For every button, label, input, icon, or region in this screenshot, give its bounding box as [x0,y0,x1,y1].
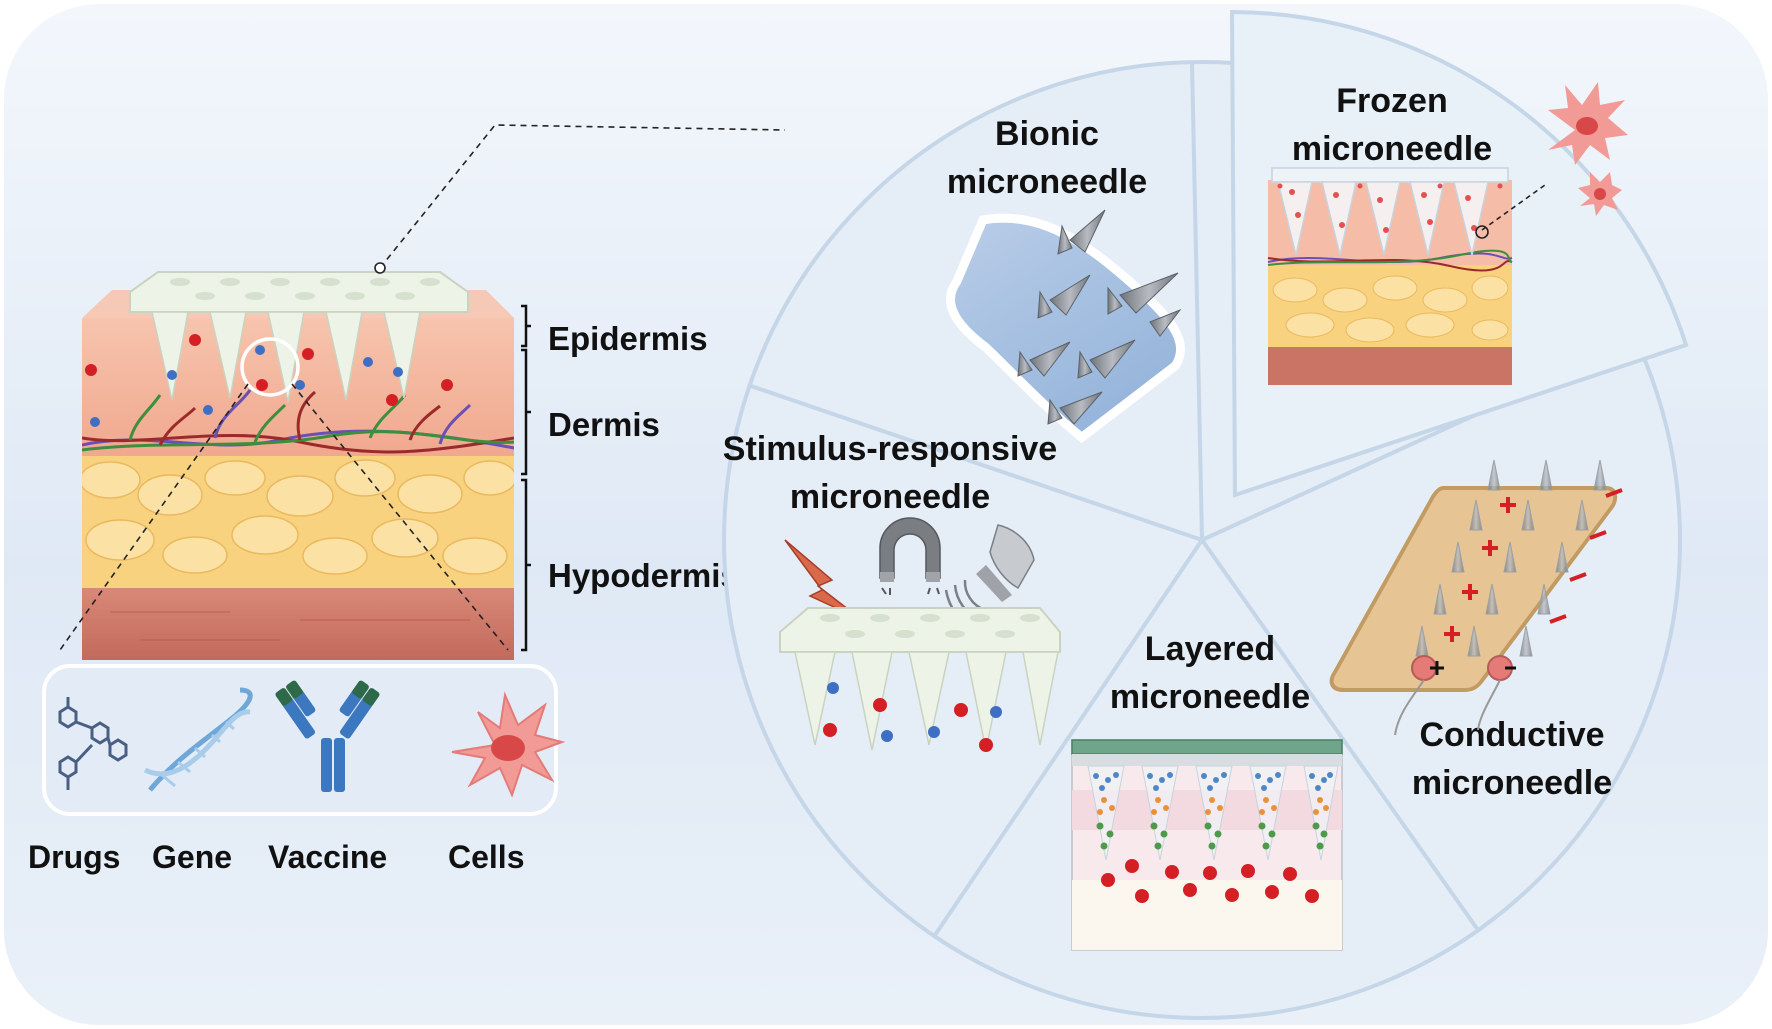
conductive-title-line2: microneedle [1412,764,1612,802]
microneedle-patch [129,271,469,313]
fat-globules [82,459,514,575]
antibody-icon [275,680,380,792]
bionic-microneedle-illustration [945,209,1185,444]
label-gene: Gene [152,839,232,875]
bionic-title-line1: Bionic [995,115,1099,153]
stimulus-title-line2: microneedle [790,478,990,516]
label-cells: Cells [448,839,524,875]
bionic-title-line2: microneedle [947,163,1147,201]
zoom-circle [240,337,300,397]
stimulus-title-line1: Stimulus-responsive [723,430,1057,468]
zoom-connectors [59,383,509,651]
patch-connector [374,124,786,274]
frozen-cell-icon [1548,82,1628,216]
muscle-layer [82,588,514,660]
stimulus-microneedle-illustration [779,517,1061,752]
conductive-title-line1: Conductive [1419,716,1604,754]
magnet-icon [879,517,941,595]
label-epidermis: Epidermis [548,320,708,357]
label-hypodermis: Hypodermis [548,557,739,594]
conductive-microneedle-illustration [1329,459,1623,736]
cell-icon [451,691,566,798]
skin-block [82,271,514,660]
label-dermis: Dermis [548,406,660,443]
ultrasound-icon [944,524,1035,632]
skin-particles [85,334,453,427]
layered-microneedle-illustration [1071,739,1343,951]
frozen-title-line1: Frozen [1336,82,1447,120]
label-drugs: Drugs [28,839,120,875]
blood-vessels [82,389,514,454]
frozen-title-line2: microneedle [1292,130,1492,168]
dna-icon [143,687,253,792]
frozen-microneedle-illustration [1267,82,1628,385]
label-vaccine: Vaccine [268,839,387,875]
layer-brackets [521,304,531,652]
molecule-icon [58,697,128,790]
microneedles [151,311,421,403]
layered-title-line1: Layered [1145,630,1275,668]
layered-title-line2: microneedle [1110,678,1310,716]
patch-holes [170,278,440,300]
